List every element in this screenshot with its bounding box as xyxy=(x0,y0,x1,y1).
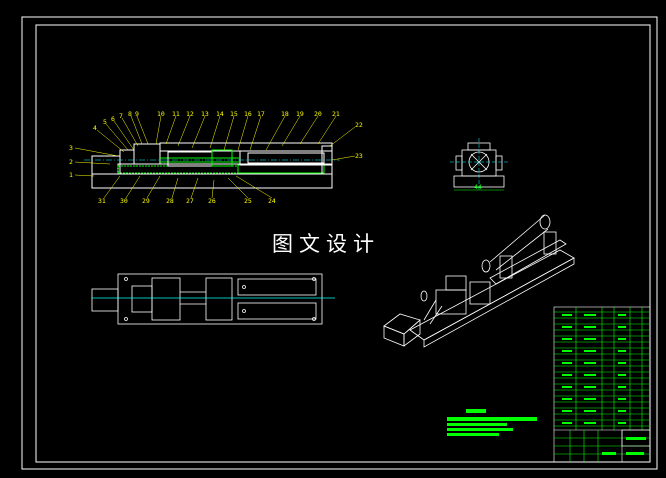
top-view xyxy=(91,273,335,325)
part-label: 22 xyxy=(355,121,363,129)
parts-list xyxy=(553,306,651,463)
part-label: 29 xyxy=(142,197,150,205)
part-label: 25 xyxy=(244,197,252,205)
part-label: 24 xyxy=(268,197,276,205)
part-label: 2 xyxy=(69,158,73,166)
part-label: 20 xyxy=(314,110,322,118)
part-label: 30 xyxy=(120,197,128,205)
part-label: 18 xyxy=(281,110,289,118)
part-label: 1 xyxy=(69,171,73,179)
part-label: 23 xyxy=(355,152,363,160)
part-label: 9 xyxy=(135,110,139,118)
side-view xyxy=(450,138,508,191)
part-label: 31 xyxy=(98,197,106,205)
part-label: 14 xyxy=(216,110,224,118)
part-label: 16 xyxy=(244,110,252,118)
parts-list-entries xyxy=(562,314,646,455)
part-label: 5 xyxy=(103,118,107,126)
part-label: 11 xyxy=(172,110,180,118)
part-label: 19 xyxy=(296,110,304,118)
part-label: 12 xyxy=(186,110,194,118)
front-view: 4 5 6 7 8 9 10 11 12 13 14 15 16 17 18 1… xyxy=(69,110,363,205)
part-label: 17 xyxy=(257,110,265,118)
part-label: 26 xyxy=(208,197,216,205)
part-label: 28 xyxy=(166,197,174,205)
isometric-view xyxy=(383,214,575,348)
part-label: 13 xyxy=(201,110,209,118)
part-label: 7 xyxy=(119,112,123,120)
technical-notes xyxy=(447,409,537,436)
outer-frame xyxy=(21,16,658,470)
part-label: 3 xyxy=(69,144,73,152)
part-label: 15 xyxy=(230,110,238,118)
drawing-title: 图文设计 xyxy=(272,232,380,256)
part-label: 4 xyxy=(93,124,97,132)
side-view-dimension: 44 xyxy=(474,183,482,191)
inner-frame xyxy=(35,24,651,463)
part-label: 21 xyxy=(332,110,340,118)
part-label: 8 xyxy=(128,110,132,118)
part-label: 10 xyxy=(157,110,165,118)
part-label: 6 xyxy=(111,115,115,123)
part-label: 27 xyxy=(186,197,194,205)
